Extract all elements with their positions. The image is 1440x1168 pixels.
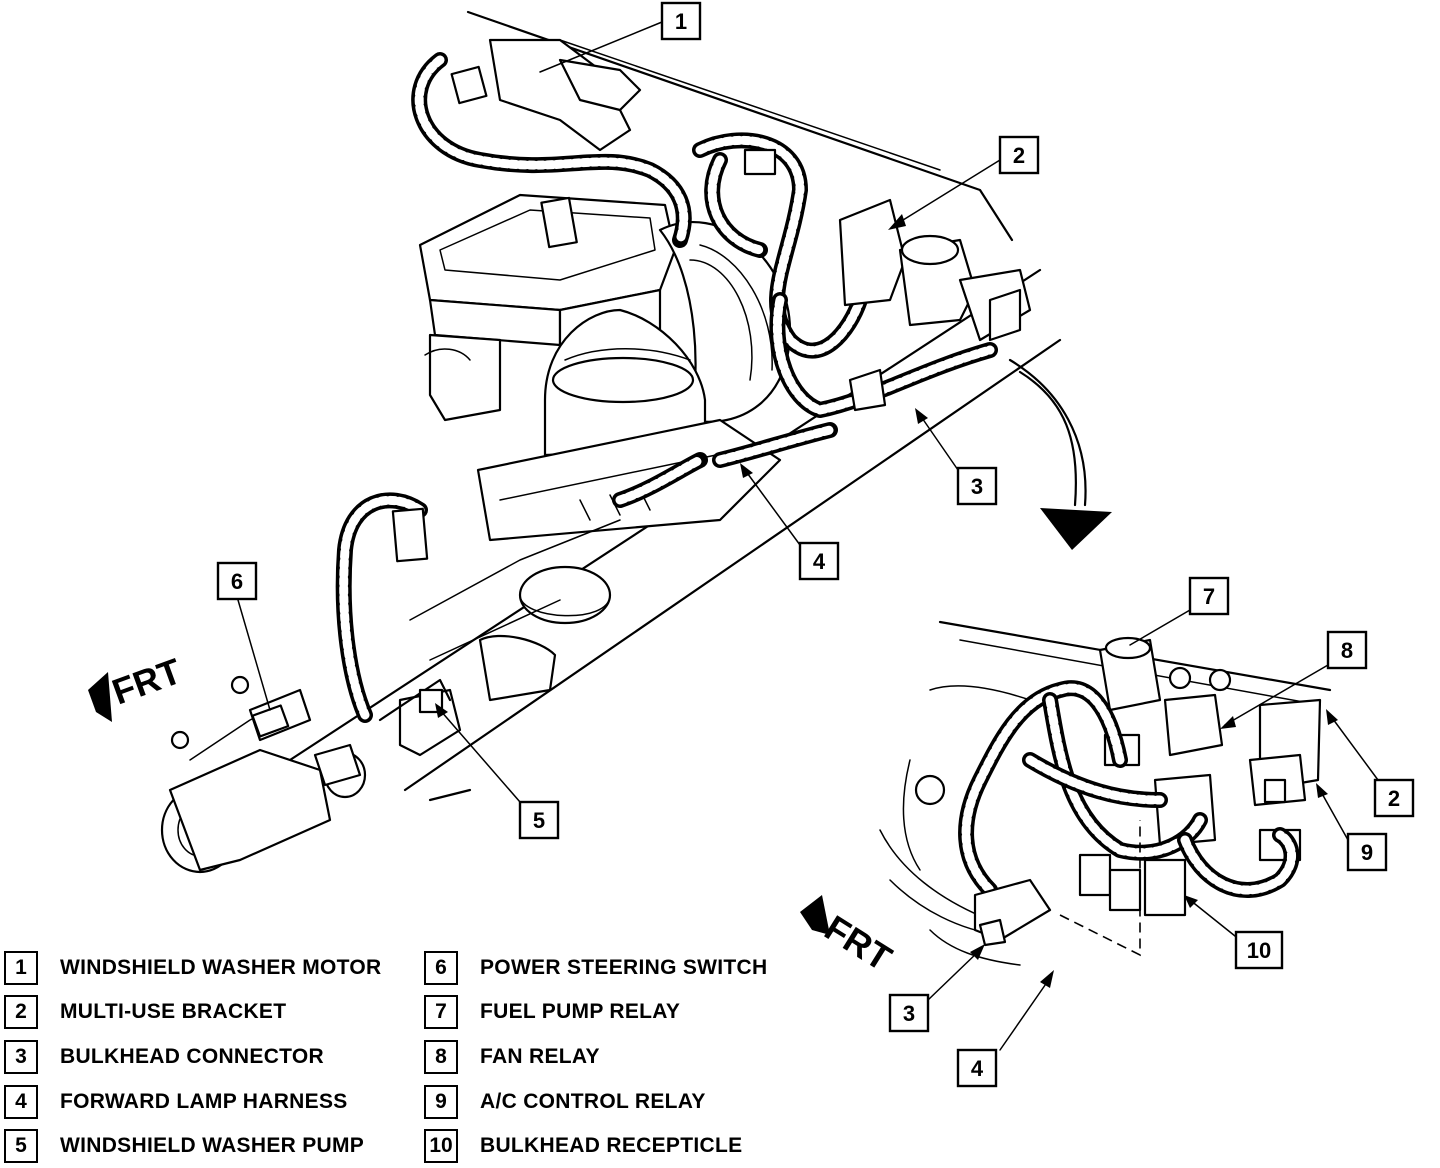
legend-number: 9 [424,1085,458,1119]
legend-item: 2 MULTI-USE BRACKET [4,993,286,1031]
callout-leaders [237,21,1379,1051]
callout-1-main: 1 [660,1,702,41]
legend: 1 WINDSHIELD WASHER MOTOR 2 MULTI-USE BR… [0,945,900,1165]
legend-label: MULTI-USE BRACKET [60,1000,287,1023]
fan-relay-detail [1163,666,1232,757]
legend-number: 5 [4,1129,38,1163]
legend-item: 5 WINDSHIELD WASHER PUMP [4,1127,364,1165]
callout-5-main: 5 [518,800,560,840]
callout-3-main: 3 [956,466,998,506]
legend-number: 4 [4,1085,38,1119]
legend-item: 7 FUEL PUMP RELAY [424,993,680,1031]
legend-number: 3 [4,1040,38,1074]
legend-item: 8 FAN RELAY [424,1038,600,1076]
legend-item: 10 BULKHEAD RECEPTICLE [424,1127,742,1165]
callout-3-detail: 3 [888,993,930,1033]
legend-label: BULKHEAD RECEPTICLE [480,1134,743,1157]
legend-number: 2 [4,995,38,1029]
svg-text:9: 9 [1361,840,1373,865]
svg-text:10: 10 [1247,938,1271,963]
shock-tower [543,308,707,457]
legend-number: 7 [424,995,458,1029]
multi-use-bracket-main [838,198,1032,412]
legend-item: 6 POWER STEERING SWITCH [424,949,767,987]
svg-text:5: 5 [533,808,545,833]
svg-text:2: 2 [1013,143,1025,168]
legend-label: A/C CONTROL RELAY [480,1090,706,1113]
callout-10-detail: 10 [1234,930,1284,970]
callout-4-main: 4 [798,541,840,581]
legend-item: 3 BULKHEAD CONNECTOR [4,1038,324,1076]
callout-9-detail: 9 [1346,832,1388,872]
frt-arrow-main: FRT [88,650,187,722]
power-steering-pump [160,675,367,874]
legend-item: 1 WINDSHIELD WASHER MOTOR [4,949,382,987]
legend-label: FORWARD LAMP HARNESS [60,1090,348,1113]
callout-2-detail: 2 [1373,778,1415,818]
svg-text:3: 3 [971,474,983,499]
frt-label-main: FRT [107,650,187,712]
legend-item: 9 A/C CONTROL RELAY [424,1083,706,1121]
legend-label: WINDSHIELD WASHER MOTOR [60,956,382,979]
svg-text:1: 1 [675,9,687,34]
legend-label: WINDSHIELD WASHER PUMP [60,1134,365,1157]
detail-view [879,620,1332,966]
legend-label: BULKHEAD CONNECTOR [60,1045,325,1068]
main-harness [335,52,998,723]
callout-2-main: 2 [998,135,1040,175]
legend-label: FAN RELAY [480,1045,600,1068]
callout-7-detail: 7 [1188,576,1230,616]
svg-text:4: 4 [971,1056,984,1081]
legend-number: 1 [4,951,38,985]
svg-text:3: 3 [903,1001,915,1026]
legend-number: 6 [424,951,458,985]
callout-4-detail: 4 [956,1048,998,1088]
detail-arrow [1008,358,1112,550]
callout-8-detail: 8 [1326,630,1368,670]
svg-text:4: 4 [813,549,826,574]
svg-text:6: 6 [231,569,243,594]
legend-number: 10 [424,1129,458,1163]
legend-label: POWER STEERING SWITCH [480,956,768,979]
svg-text:7: 7 [1203,584,1215,609]
legend-number: 8 [424,1040,458,1074]
main-view [160,10,1062,874]
legend-item: 4 FORWARD LAMP HARNESS [4,1083,348,1121]
callout-6-main: 6 [216,561,258,601]
ac-control-relay-detail [1248,698,1322,862]
svg-text:8: 8 [1341,638,1353,663]
washer-pump [378,678,462,757]
legend-label: FUEL PUMP RELAY [480,1000,681,1023]
svg-text:2: 2 [1388,786,1400,811]
washer-reservoir [409,519,621,702]
bulkhead-receptacle-detail [1078,773,1217,917]
